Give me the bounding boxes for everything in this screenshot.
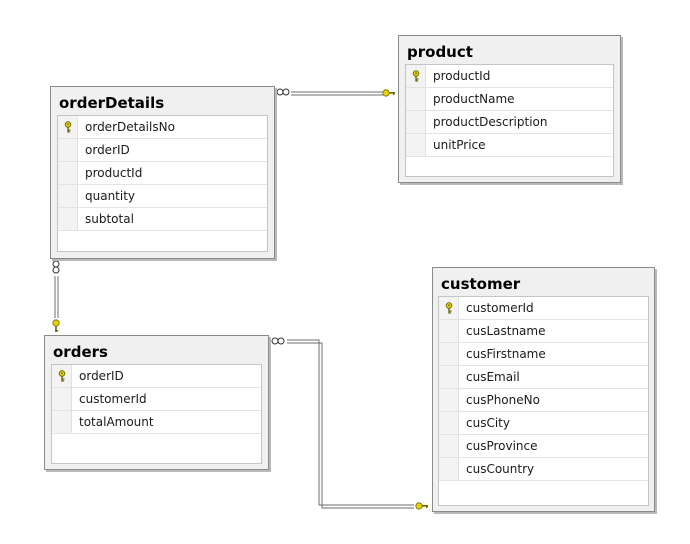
column-row[interactable]: productId <box>58 162 267 185</box>
key-icon <box>411 67 421 86</box>
row-selector[interactable] <box>439 458 459 480</box>
table-title: orderDetails <box>59 94 165 112</box>
column-name: quantity <box>85 189 136 203</box>
table-orderdetails[interactable]: orderDetails orderDetailsNo orderID produc… <box>50 86 275 259</box>
column-row[interactable]: subtotal <box>58 208 267 231</box>
column-row[interactable]: customerId <box>52 388 261 411</box>
column-row[interactable]: cusFirstname <box>439 343 648 366</box>
column-row[interactable]: unitPrice <box>406 134 613 157</box>
column-row[interactable]: cusProvince <box>439 435 648 458</box>
column-row[interactable]: orderDetailsNo <box>58 116 267 139</box>
column-name: customerId <box>466 301 534 315</box>
column-name: orderID <box>85 143 130 157</box>
key-icon <box>382 89 395 97</box>
column-name: totalAmount <box>79 415 154 429</box>
column-row[interactable]: cusLastname <box>439 320 648 343</box>
row-selector[interactable] <box>439 320 459 342</box>
column-row[interactable]: productDescription <box>406 111 613 134</box>
column-name: customerId <box>79 392 147 406</box>
column-name: subtotal <box>85 212 134 226</box>
infinity-icon <box>52 260 60 268</box>
row-selector[interactable] <box>406 111 426 133</box>
relationship-orders-customer[interactable] <box>271 337 428 510</box>
column-row[interactable]: orderID <box>52 365 261 388</box>
column-row[interactable]: cusEmail <box>439 366 648 389</box>
row-selector-key[interactable] <box>58 116 78 138</box>
column-row[interactable]: cusCountry <box>439 458 648 481</box>
table-orders[interactable]: orders orderID customerId totalAmount <box>44 335 269 470</box>
column-row[interactable]: cusCity <box>439 412 648 435</box>
table-customer[interactable]: customer customerId cusLastname cusFirstna… <box>432 267 655 512</box>
column-row[interactable]: cusPhoneNo <box>439 389 648 412</box>
row-selector[interactable] <box>439 389 459 411</box>
row-selector[interactable] <box>58 208 78 230</box>
column-name: cusLastname <box>466 324 546 338</box>
column-row[interactable]: productName <box>406 88 613 111</box>
row-selector-key[interactable] <box>406 65 426 87</box>
column-grid: productId productName productDescription un… <box>405 64 614 177</box>
column-name: cusProvince <box>466 439 538 453</box>
column-name: orderID <box>79 369 124 383</box>
column-name: cusCity <box>466 416 510 430</box>
table-title: orders <box>53 343 108 361</box>
column-name: cusPhoneNo <box>466 393 540 407</box>
column-name: cusCountry <box>466 462 535 476</box>
row-selector-key[interactable] <box>439 297 459 319</box>
row-selector[interactable] <box>439 343 459 365</box>
infinity-icon <box>276 88 284 96</box>
table-product[interactable]: product productId productName productDescr… <box>398 35 621 183</box>
table-title: product <box>407 43 473 61</box>
column-row[interactable]: customerId <box>439 297 648 320</box>
row-selector[interactable] <box>406 88 426 110</box>
key-icon <box>415 502 428 510</box>
row-selector[interactable] <box>52 388 72 410</box>
table-title: customer <box>441 275 521 293</box>
column-row[interactable]: totalAmount <box>52 411 261 434</box>
column-grid: orderDetailsNo orderID productId quantity su… <box>57 115 268 252</box>
key-icon <box>444 299 454 318</box>
key-icon <box>63 118 73 137</box>
column-name: cusFirstname <box>466 347 546 361</box>
row-selector[interactable] <box>439 366 459 388</box>
row-selector[interactable] <box>58 139 78 161</box>
key-icon <box>52 319 60 332</box>
row-selector-key[interactable] <box>52 365 72 387</box>
row-selector[interactable] <box>58 162 78 184</box>
column-name: productName <box>433 92 515 106</box>
column-name: productDescription <box>433 115 548 129</box>
relationship-orderdetails-product[interactable] <box>276 88 395 97</box>
column-row[interactable]: orderID <box>58 139 267 162</box>
column-row[interactable]: productId <box>406 65 613 88</box>
relationship-orderdetails-orders[interactable] <box>52 260 60 332</box>
column-name: productId <box>433 69 491 83</box>
column-grid: customerId cusLastname cusFirstname cusEmai… <box>438 296 649 506</box>
row-selector[interactable] <box>52 411 72 433</box>
row-selector[interactable] <box>58 185 78 207</box>
key-icon <box>57 367 67 386</box>
column-name: cusEmail <box>466 370 520 384</box>
row-selector[interactable] <box>406 134 426 156</box>
column-row[interactable]: quantity <box>58 185 267 208</box>
infinity-icon <box>271 337 279 345</box>
column-name: orderDetailsNo <box>85 120 175 134</box>
row-selector[interactable] <box>439 412 459 434</box>
row-selector[interactable] <box>439 435 459 457</box>
column-name: unitPrice <box>433 138 486 152</box>
column-name: productId <box>85 166 143 180</box>
column-grid: orderID customerId totalAmount <box>51 364 262 464</box>
